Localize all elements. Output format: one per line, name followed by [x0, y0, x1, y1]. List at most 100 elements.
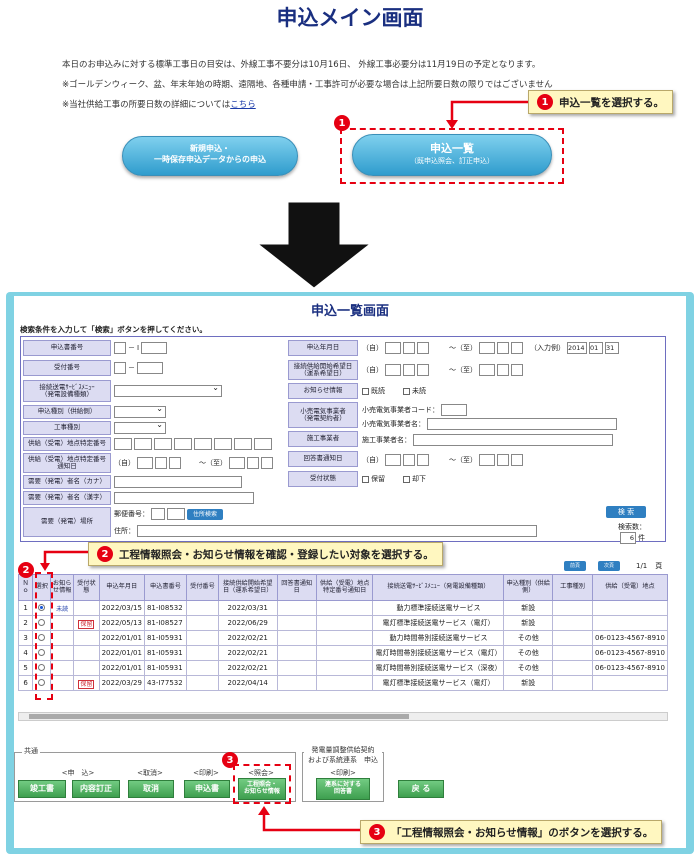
postal-input-2[interactable]	[167, 508, 185, 520]
cell-service: 電灯時間帯別接続送電サービス（深夜）	[372, 660, 505, 676]
cell-no: 4	[18, 645, 34, 661]
service-menu-select[interactable]	[114, 383, 222, 397]
cell-point-notice	[315, 630, 374, 646]
notice-badge[interactable]: 未読	[56, 605, 69, 613]
notice-cell: 未読	[50, 600, 75, 616]
date-from-y[interactable]	[137, 457, 153, 469]
hold-checkbox[interactable]	[362, 475, 369, 483]
date-to-m[interactable]	[247, 457, 259, 469]
apply-to-y[interactable]	[479, 342, 495, 354]
app-no-from-input[interactable]	[114, 342, 126, 354]
start-from-y[interactable]	[385, 364, 401, 376]
answer-to-y[interactable]	[479, 454, 495, 466]
horizontal-scrollbar[interactable]	[18, 712, 668, 721]
row-select-radio[interactable]	[38, 633, 46, 641]
grid-answer-label-2: 回答書	[333, 788, 352, 795]
read-checkbox[interactable]	[362, 387, 369, 395]
callout-1-arrow	[446, 100, 530, 129]
receipt-no-from-input[interactable]	[114, 362, 126, 374]
retailer-code-input[interactable]	[441, 404, 467, 416]
grid-answer-button[interactable]: 連系に対する回答書	[316, 778, 370, 800]
input-example-label: （入力例）	[530, 344, 565, 352]
date-to-d[interactable]	[261, 457, 273, 469]
receipt-no-to-input[interactable]	[137, 362, 163, 374]
address-input[interactable]	[137, 525, 537, 537]
answer-to-m[interactable]	[497, 454, 509, 466]
row-select-radio[interactable]	[38, 663, 46, 671]
cell-work	[552, 630, 594, 646]
cell-apply: 2022/03/29	[98, 675, 145, 691]
apply-from-y[interactable]	[385, 342, 401, 354]
date-from-d[interactable]	[169, 457, 181, 469]
page-number: 1/1	[636, 562, 648, 570]
name-kanji-input[interactable]	[114, 492, 254, 504]
search-count-label: 検索数：	[618, 523, 646, 531]
scrollbar-thumb[interactable]	[29, 714, 409, 719]
apply-to-d[interactable]	[511, 342, 523, 354]
work-type-select[interactable]	[114, 420, 166, 434]
answer-from-d[interactable]	[417, 454, 429, 466]
search-count: 検索数：	[618, 522, 646, 532]
application-form-button[interactable]: 申込書	[184, 780, 230, 798]
row-select-radio[interactable]	[38, 648, 46, 656]
point-no-input-5[interactable]	[194, 438, 212, 450]
cell-app-no: 81-I05931	[143, 660, 187, 676]
row-select-radio[interactable]	[38, 618, 46, 626]
answer-from-y[interactable]	[385, 454, 401, 466]
point-no-input-3[interactable]	[154, 438, 172, 450]
app-type-select[interactable]	[114, 404, 166, 418]
generation-group-label-1: 発電量調整供給契約	[304, 745, 382, 755]
search-button[interactable]: 検 索	[606, 506, 646, 518]
point-no-inputs	[114, 438, 272, 450]
answer-to-d[interactable]	[511, 454, 523, 466]
point-no-input-1[interactable]	[114, 438, 132, 450]
callout-3-marker: 3	[222, 752, 238, 768]
point-no-input-2[interactable]	[134, 438, 152, 450]
contractor-name-input[interactable]	[413, 434, 613, 446]
completion-button[interactable]: 竣工書	[18, 780, 66, 798]
point-no-input-6[interactable]	[214, 438, 232, 450]
label-retailer-line-2: （発電契約者）	[300, 414, 346, 422]
new-application-button[interactable]: 新規申込・ 一時保存申込データからの申込	[122, 136, 298, 176]
schedule-notice-button[interactable]: 工程照会・お知らせ情報	[238, 778, 286, 800]
next-page-button[interactable]: 次頁	[598, 561, 620, 571]
start-to-d[interactable]	[511, 364, 523, 376]
details-link[interactable]: こちら	[230, 100, 256, 110]
row-select-radio[interactable]	[38, 603, 46, 611]
point-no-input-8[interactable]	[254, 438, 272, 450]
apply-to-m[interactable]	[497, 342, 509, 354]
unread-checkbox[interactable]	[403, 387, 410, 395]
name-kana-input[interactable]	[114, 476, 242, 488]
date-from-m[interactable]	[155, 457, 167, 469]
postal-input-1[interactable]	[151, 508, 165, 520]
apply-from-m[interactable]	[403, 342, 415, 354]
unread-label: 未読	[412, 387, 426, 395]
start-from-d[interactable]	[417, 364, 429, 376]
application-list-button[interactable]: 申込一覧 （既申込照会、訂正申込）	[352, 134, 552, 176]
point-no-input-7[interactable]	[234, 438, 252, 450]
start-from-m[interactable]	[403, 364, 415, 376]
start-to-y[interactable]	[479, 364, 495, 376]
page-title: 申込メイン画面	[276, 6, 424, 30]
app-no-to-input[interactable]	[141, 342, 168, 354]
callout-1-text: 申込一覧を選択する。	[559, 96, 664, 109]
reject-checkbox[interactable]	[403, 475, 410, 483]
apply-from-d[interactable]	[417, 342, 429, 354]
back-button[interactable]: 戻 る	[398, 780, 444, 798]
retailer-name-input[interactable]	[427, 418, 617, 430]
date-to-y[interactable]	[229, 457, 245, 469]
cancel-button[interactable]: 取消	[128, 780, 174, 798]
prev-page-button[interactable]: 前頁	[564, 561, 586, 571]
address-search-button[interactable]: 住所検索	[187, 508, 223, 520]
edit-content-button[interactable]: 内容訂正	[72, 780, 120, 798]
point-no-input-4[interactable]	[174, 438, 192, 450]
row-select-radio[interactable]	[38, 678, 46, 686]
start-to-m[interactable]	[497, 364, 509, 376]
answer-from-m[interactable]	[403, 454, 415, 466]
